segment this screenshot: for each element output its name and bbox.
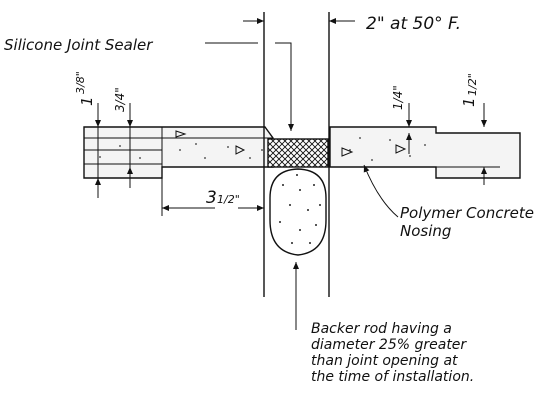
right-deck-slab (329, 126, 521, 179)
right-small-dimension: 1/4" (391, 85, 412, 154)
backer-note-line-3: than joint opening at (311, 353, 458, 369)
svg-text:1: 1 (78, 96, 96, 106)
aggregate-mark (175, 130, 187, 138)
aggregate-mark (395, 144, 407, 154)
svg-text:1/2": 1/2" (466, 73, 479, 96)
backer-note-line-2: diameter 25% greater (311, 337, 467, 353)
nosing-width-dimension: 3 1/2" (161, 178, 264, 216)
silicone-sealer-label: Silicone Joint Sealer (4, 36, 153, 54)
aggregate-mark (341, 147, 354, 157)
svg-text:3: 3 (206, 188, 217, 208)
left-deck-slab (83, 126, 274, 179)
silicone-leader (275, 42, 294, 131)
svg-text:3/4": 3/4" (113, 87, 127, 112)
joint-width-label: 2" at 50° F. (366, 14, 461, 34)
backer-rod (269, 168, 327, 256)
svg-text:1: 1 (460, 97, 478, 107)
right-depth-dimension: 1 1/2" (436, 73, 500, 185)
aggregate-mark (235, 145, 246, 155)
silicone-sealer (267, 138, 329, 168)
left-small-dimension: 3/4" (113, 87, 133, 188)
backer-note-line-4: the time of installation. (311, 369, 474, 385)
polymer-nosing-label: Nosing (400, 222, 451, 240)
left-depth-dimension: 1 3/8" (74, 71, 101, 198)
svg-text:1/4": 1/4" (391, 85, 405, 110)
svg-text:1/2": 1/2" (217, 193, 240, 206)
polymer-leader (363, 164, 399, 218)
polymer-concrete-label: Polymer Concrete (400, 204, 534, 222)
backer-note-line-1: Backer rod having a (311, 321, 452, 337)
svg-text:3/8": 3/8" (74, 71, 87, 94)
